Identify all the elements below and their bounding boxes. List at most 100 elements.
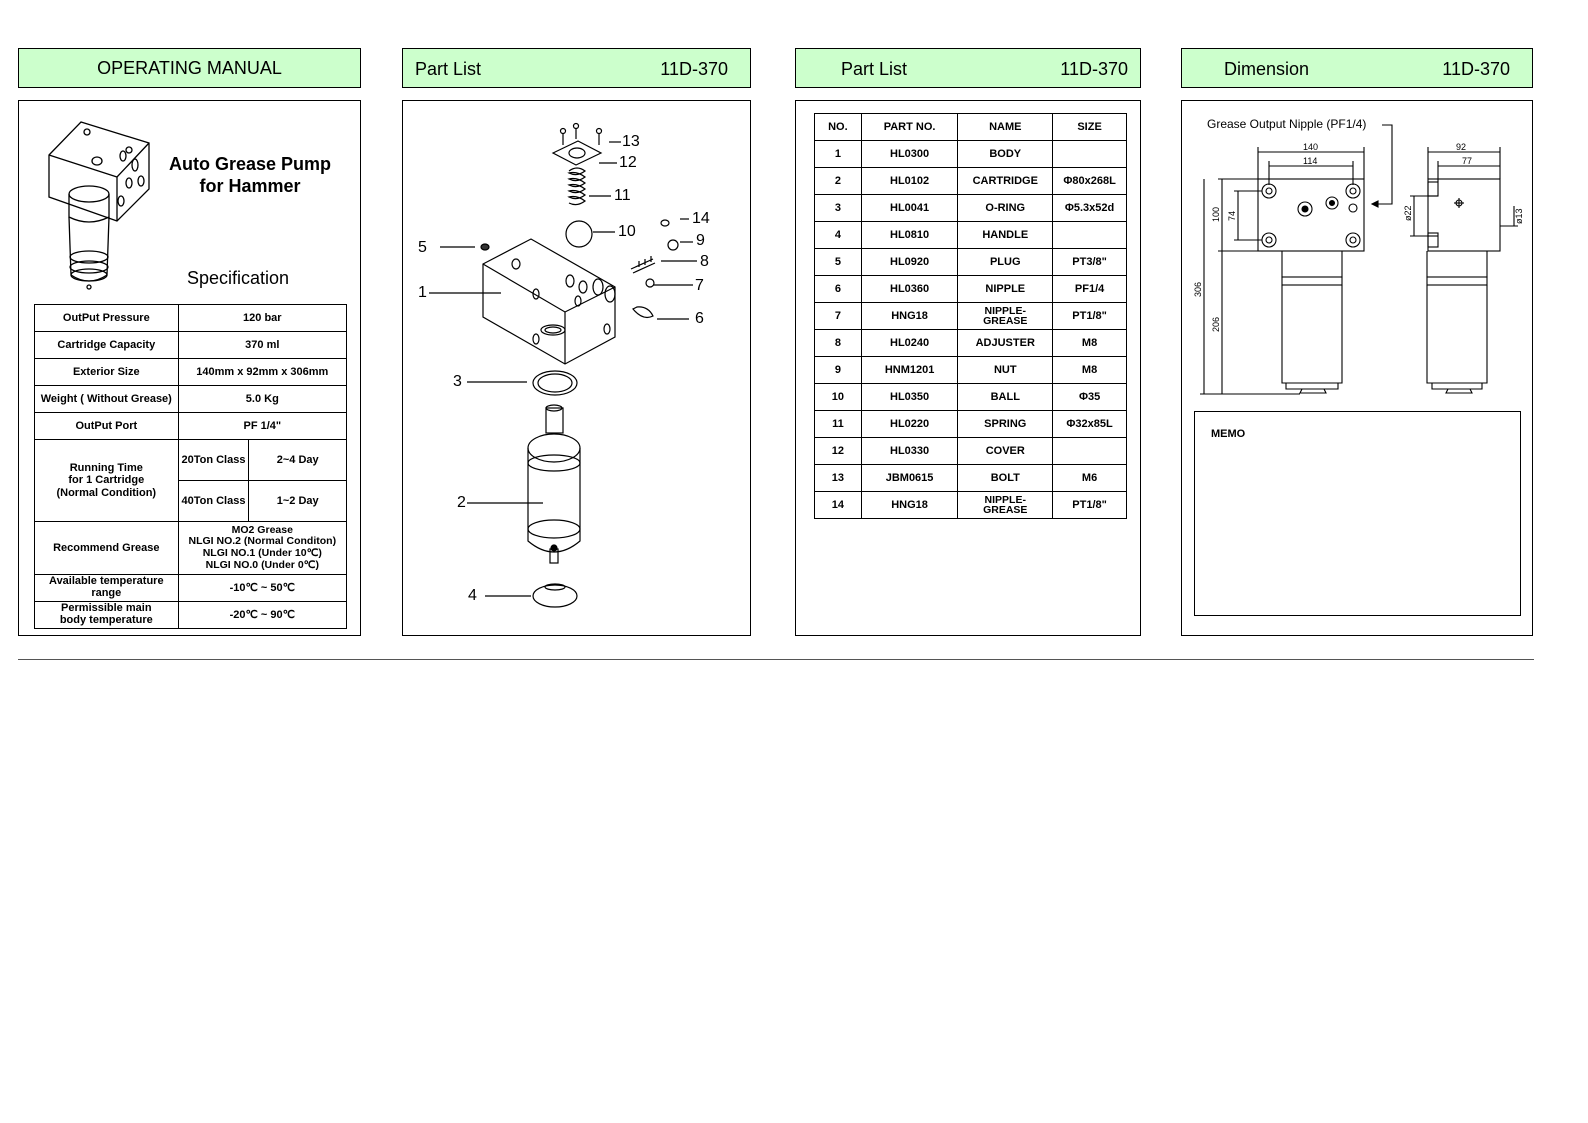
spec-label: Running Time for 1 Cartridge (Normal Con… (34, 439, 179, 522)
spec-value-line: NLGI NO.2 (Normal Conditon) (188, 535, 337, 548)
spec-value: 5.0 Kg (177, 385, 348, 413)
part-size-cell: Φ32x85L (1052, 410, 1127, 438)
part-name-line: GREASE (983, 504, 1028, 516)
part-number-cell: 7 (814, 302, 862, 330)
spec-value: 140mm x 92mm x 306mm (177, 358, 348, 386)
part-number-cell: 10 (814, 383, 862, 411)
partlist2-code: 11D-370 (1060, 59, 1128, 79)
part-size-cell (1052, 437, 1127, 465)
dim-phi22: ø22 (1403, 205, 1413, 221)
product-title-line1: Auto Grease Pump (168, 154, 332, 174)
part-size-cell (1052, 140, 1127, 168)
part-size-cell: PT1/8" (1052, 491, 1127, 519)
spec-label-line: (Normal Condition) (56, 486, 157, 499)
partlist1-code: 11D-370 (660, 59, 728, 79)
callout-8: 8 (700, 253, 709, 270)
part-code-cell: HL0360 (860, 275, 959, 303)
dim-306: 306 (1193, 282, 1203, 297)
partlist1-title: Part List (415, 59, 482, 79)
part-number-cell: 6 (814, 275, 862, 303)
spec-sublabel: 20Ton Class (177, 439, 250, 481)
table-row: Running Time for 1 Cartridge (Normal Con… (34, 439, 347, 522)
manual-title: OPERATING MANUAL (97, 57, 282, 78)
table-row: 40Ton Class 1~2 Day (35, 480, 347, 522)
dim-74: 74 (1227, 211, 1237, 221)
exploded-panel: 13 12 11 10 14 9 8 7 6 5 1 3 2 4 (402, 100, 751, 636)
part-name-cell: SPRING (957, 410, 1054, 438)
spec-label: Permissible main body temperature (34, 601, 179, 629)
spec-value: 2~4 Day (248, 439, 347, 481)
part-name-cell: NIPPLE-GREASE (957, 302, 1054, 330)
part-number-cell: 8 (814, 329, 862, 357)
part-name-cell: CARTRIDGE (957, 167, 1054, 195)
dim-phi13: ø13 (1514, 208, 1524, 224)
table-row: Available temperature range -10℃ ~ 50℃ (34, 574, 348, 602)
spec-label-line: body temperature (59, 614, 153, 626)
manual-panel: Auto Grease Pump for Hammer Specificatio… (18, 100, 361, 636)
part-code-cell: HL0810 (860, 221, 959, 249)
part-code-cell: JBM0615 (860, 464, 959, 492)
part-size-cell: PT3/8" (1052, 248, 1127, 276)
callout-14: 14 (692, 210, 710, 227)
dimension-title: Dimension (1224, 59, 1310, 79)
part-code-cell: HNG18 (860, 302, 959, 330)
spec-label-line: Available temperature (49, 575, 164, 588)
callout-2: 2 (457, 494, 466, 511)
part-size-cell: M6 (1052, 464, 1127, 492)
callout-5: 5 (418, 239, 427, 256)
callout-3: 3 (453, 373, 462, 390)
part-size-cell: Φ35 (1052, 383, 1127, 411)
part-name-line: GREASE (983, 315, 1028, 327)
part-name-cell: PLUG (957, 248, 1054, 276)
spec-label-line: Running Time (69, 461, 143, 474)
part-size-cell: PF1/4 (1052, 275, 1127, 303)
callout-11: 11 (614, 187, 631, 204)
part-code-cell: HL0102 (860, 167, 959, 195)
exploded-view-drawing (429, 122, 697, 608)
dim-114: 114 (1303, 156, 1317, 166)
part-size-cell: M8 (1052, 329, 1127, 357)
dim-140: 140 (1303, 142, 1318, 152)
memo-label: MEMO (1211, 428, 1246, 440)
spec-label: Exterior Size (34, 358, 179, 386)
part-code-cell: HNG18 (860, 491, 959, 519)
pump-illustration (48, 121, 150, 290)
spec-sublabel: 40Ton Class (177, 480, 250, 522)
part-number-cell: 5 (814, 248, 862, 276)
partlist2-header: Part List 11D-370 (795, 48, 1141, 88)
partlist2-title: Part List (841, 59, 908, 79)
spec-value-line: MO2 Grease (231, 523, 293, 536)
callout-7: 7 (695, 277, 704, 294)
spec-value-line: NLGI NO.1 (Under 10℃) (202, 547, 322, 559)
part-code-cell: HL0240 (860, 329, 959, 357)
part-name-line: NIPPLE- (984, 304, 1026, 317)
part-size-cell: M8 (1052, 356, 1127, 384)
memo-box[interactable]: MEMO (1194, 411, 1521, 616)
column-header: NO. (814, 113, 862, 141)
spec-label-line: range (91, 587, 122, 599)
dimension-code: 11D-370 (1442, 59, 1510, 79)
part-number-cell: 14 (814, 491, 862, 519)
dim-100: 100 (1211, 207, 1221, 222)
divider-line (18, 659, 1534, 660)
spec-value: PF 1/4" (177, 412, 348, 440)
column-header: PART NO. (860, 113, 959, 141)
part-number-cell: 12 (814, 437, 862, 465)
spec-label: Cartridge Capacity (34, 331, 179, 359)
part-number-cell: 11 (814, 410, 862, 438)
callout-12: 12 (619, 154, 637, 171)
